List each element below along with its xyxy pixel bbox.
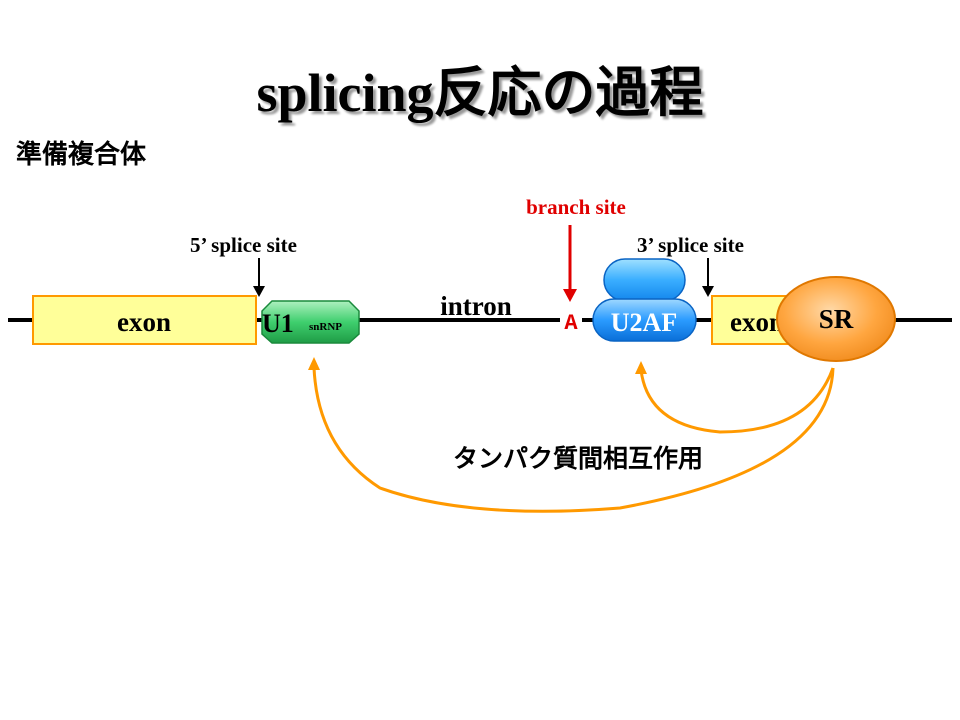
exon-right-label: exon (730, 307, 784, 337)
u2af-label: U2AF (611, 308, 677, 337)
exon-left-label: exon (117, 307, 171, 337)
u1-snrnp-shape (261, 300, 360, 344)
intron-label: intron (440, 291, 512, 321)
branch-site-arrowhead (563, 289, 577, 302)
adenosine-bg (560, 310, 582, 332)
three-prime-site-label: 3’ splice site (637, 233, 744, 257)
interaction-label: タンパク質間相互作用 (453, 444, 703, 473)
page-title: splicing反応の過程 (256, 63, 704, 123)
u2af-top-subunit (603, 258, 686, 302)
arc-u1-arrowhead (308, 357, 320, 370)
interaction-arc-u2af (639, 367, 835, 434)
exon-left-box (32, 295, 257, 345)
u2af-main-subunit (592, 298, 697, 342)
u1-label: U1 (262, 309, 294, 338)
interaction-arc-u1 (312, 367, 835, 513)
branch-site-label: branch site (526, 195, 626, 219)
branch-adenosine: A (564, 311, 578, 336)
sr-protein (776, 276, 896, 362)
five-prime-arrowhead (253, 286, 265, 297)
three-prime-arrowhead (702, 286, 714, 297)
sr-label: SR (819, 304, 854, 334)
section-subtitle: 準備複合体 (16, 140, 147, 170)
five-prime-site-label: 5’ splice site (190, 233, 297, 257)
arc-u2af-arrowhead (635, 361, 647, 374)
u1-sub-label: snRNP (309, 321, 342, 333)
